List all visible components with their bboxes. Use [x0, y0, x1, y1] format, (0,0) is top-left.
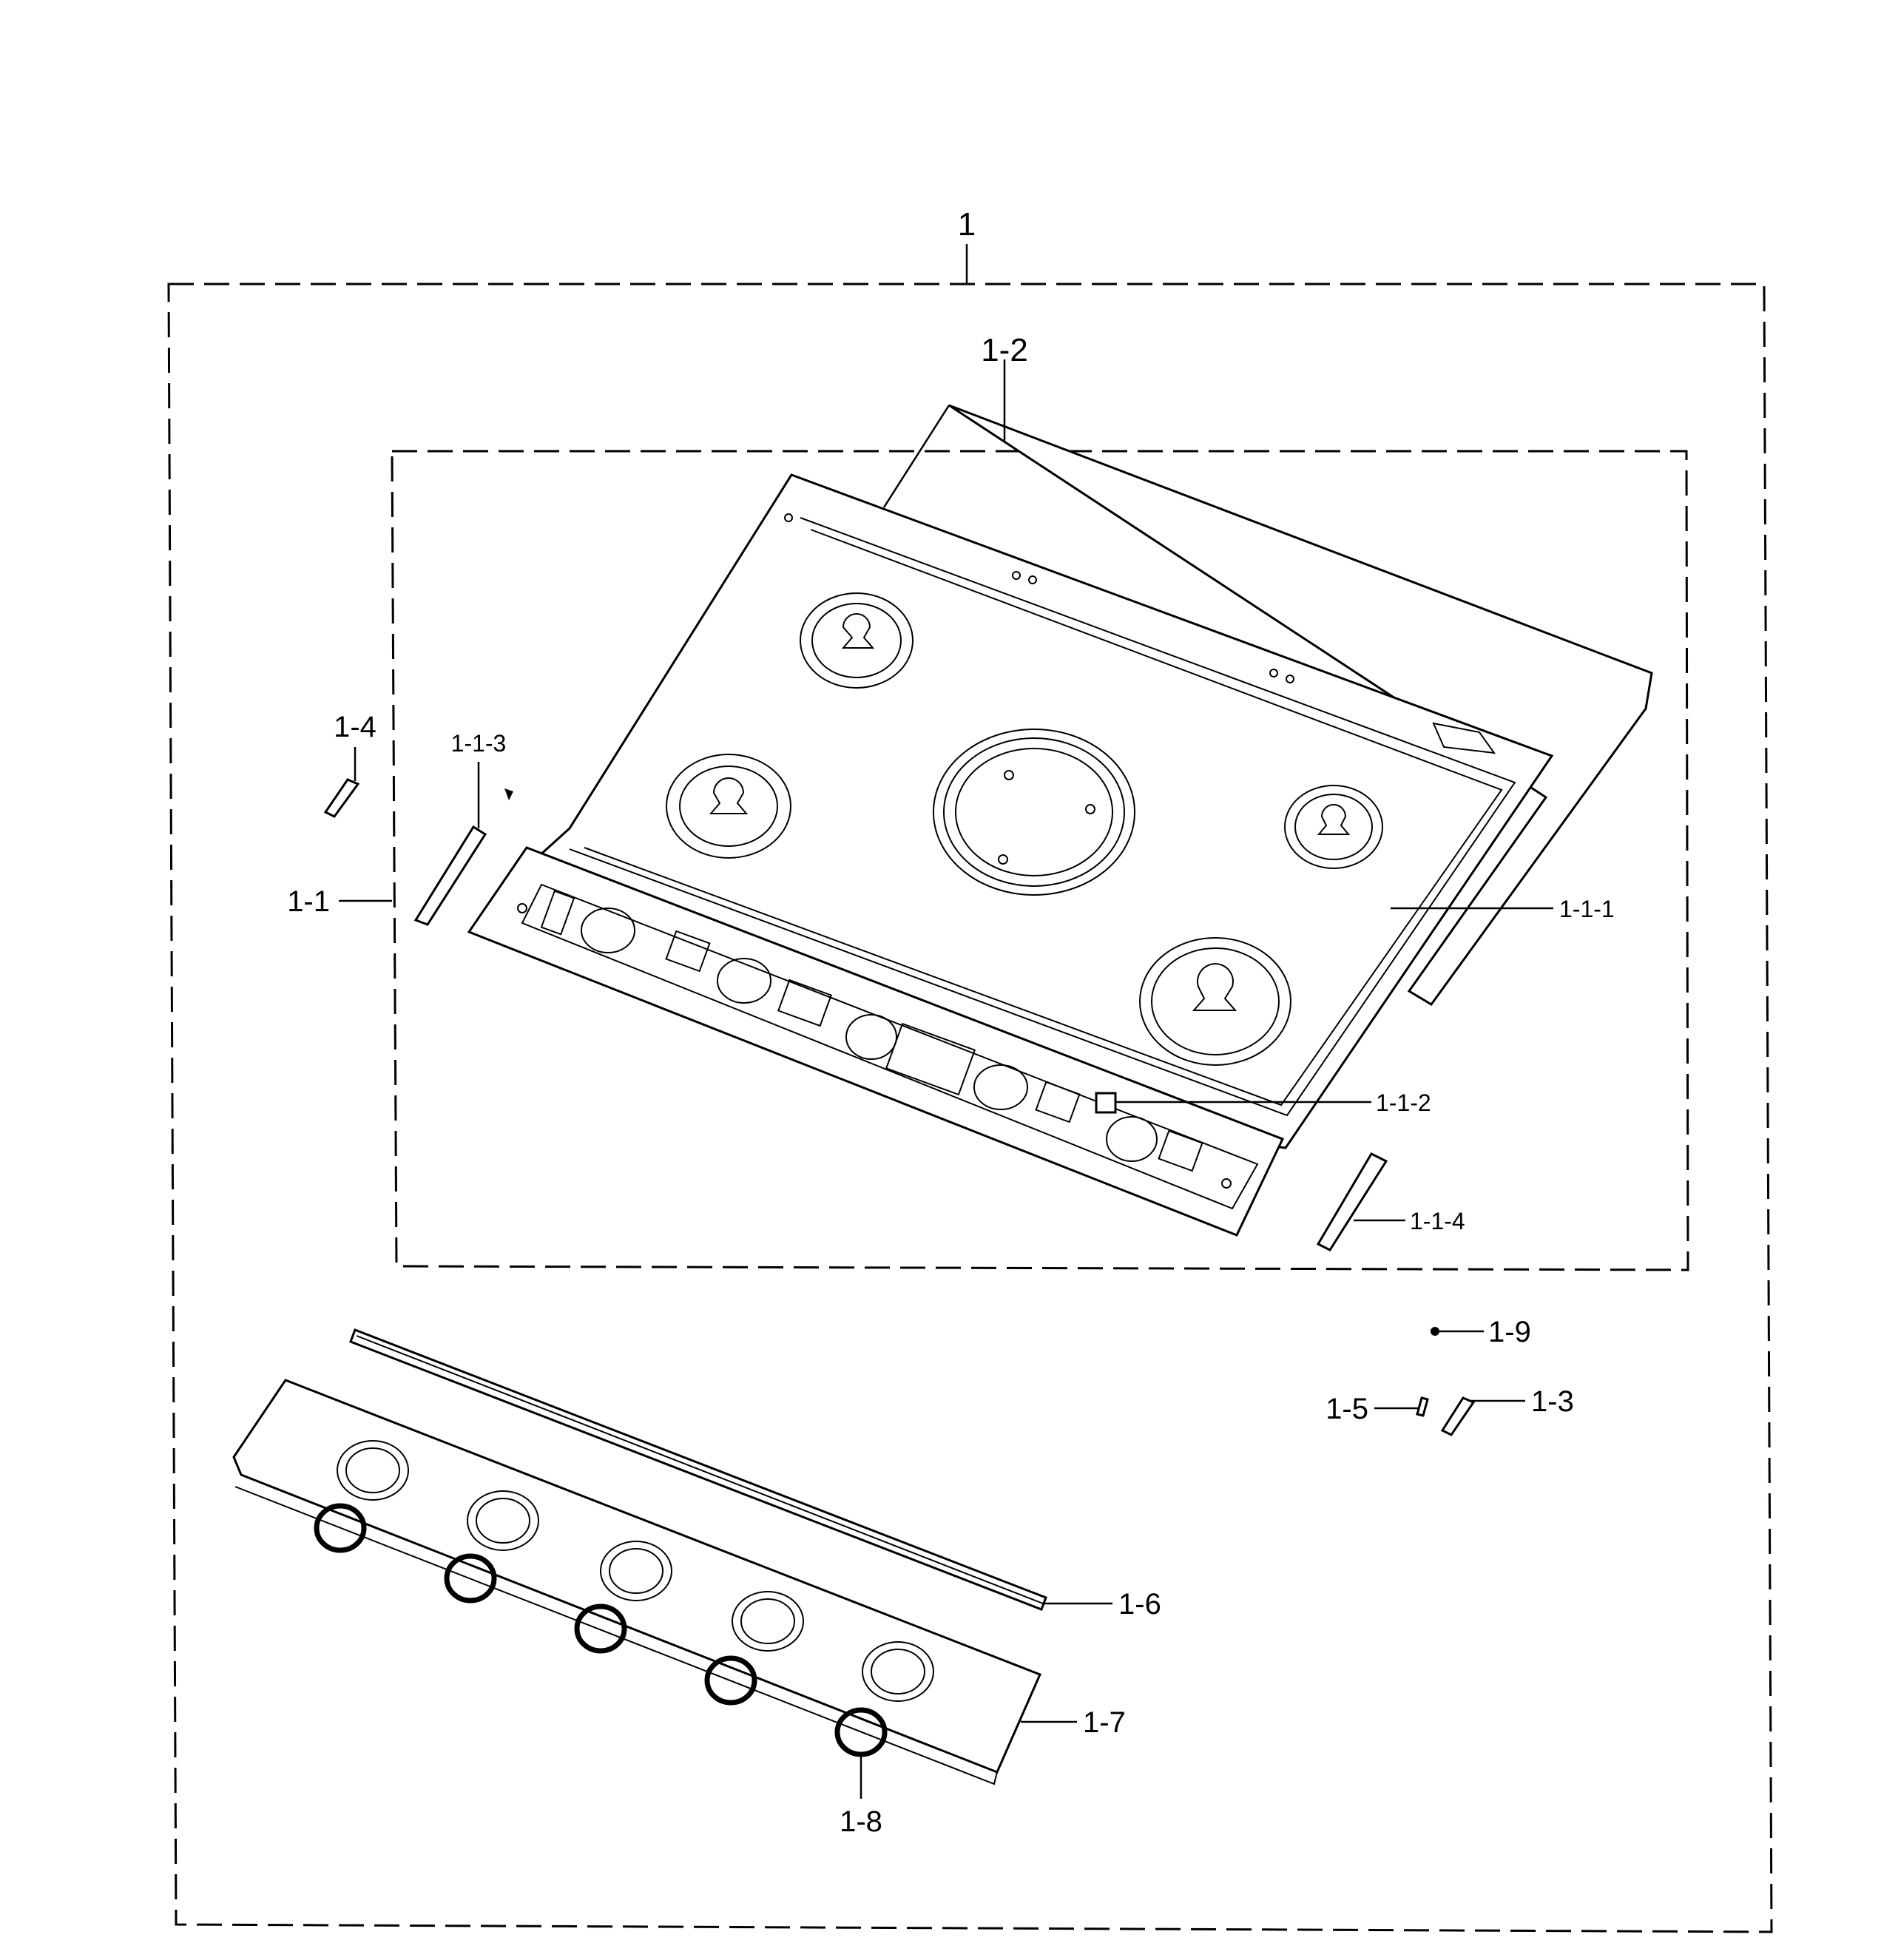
glass-top-leader-a: [882, 405, 950, 508]
label-hinge-left: 1-4: [334, 711, 376, 743]
label-side-trim-right: 1-1-4: [1410, 1208, 1465, 1234]
label-side-trim-left: 1-1-3: [451, 730, 507, 757]
side-trim-left: [413, 825, 487, 926]
panel-knob-holes: [337, 1440, 934, 1702]
small-clip: [504, 788, 513, 800]
knob-ring: [574, 1604, 627, 1654]
assembly-boundary: [167, 283, 1773, 1933]
pin: [1416, 1396, 1429, 1417]
label-glass-top: 1-2: [981, 332, 1028, 368]
front-frame: [467, 846, 1285, 1237]
screw: [1431, 1327, 1439, 1336]
glass-top: [948, 404, 1653, 1006]
knob-rings: [314, 1503, 888, 1757]
top-plate: [536, 473, 1554, 1149]
label-assembly: 1: [958, 206, 976, 243]
label-knob-ring: 1-8: [840, 1805, 882, 1838]
burner-front-left: [666, 754, 791, 859]
label-frame: 1-1: [287, 885, 330, 918]
control-panel: [232, 1379, 1042, 1785]
label-pin: 1-5: [1326, 1393, 1368, 1425]
label-bracket: 1-1-2: [1376, 1089, 1431, 1116]
burner-right: [1284, 785, 1383, 869]
label-control-panel: 1-7: [1083, 1706, 1126, 1739]
label-screw: 1-9: [1488, 1316, 1531, 1348]
frame-subassembly-boundary: [391, 450, 1689, 1271]
label-top-plate: 1-1-1: [1559, 896, 1615, 922]
burner-front-right: [1139, 937, 1291, 1066]
burner-rear-left: [800, 592, 914, 689]
label-hinge-right: 1-3: [1531, 1385, 1574, 1418]
burner-center: [933, 729, 1135, 896]
side-trim-right: [1316, 1152, 1388, 1251]
knob-ring: [314, 1503, 367, 1553]
label-strip: 1-6: [1118, 1588, 1161, 1621]
knob-ring: [444, 1553, 497, 1604]
hinge-left: [323, 778, 360, 818]
knob-ring: [704, 1655, 757, 1706]
hinge-right: [1440, 1396, 1476, 1436]
bracket: [1095, 1092, 1117, 1114]
